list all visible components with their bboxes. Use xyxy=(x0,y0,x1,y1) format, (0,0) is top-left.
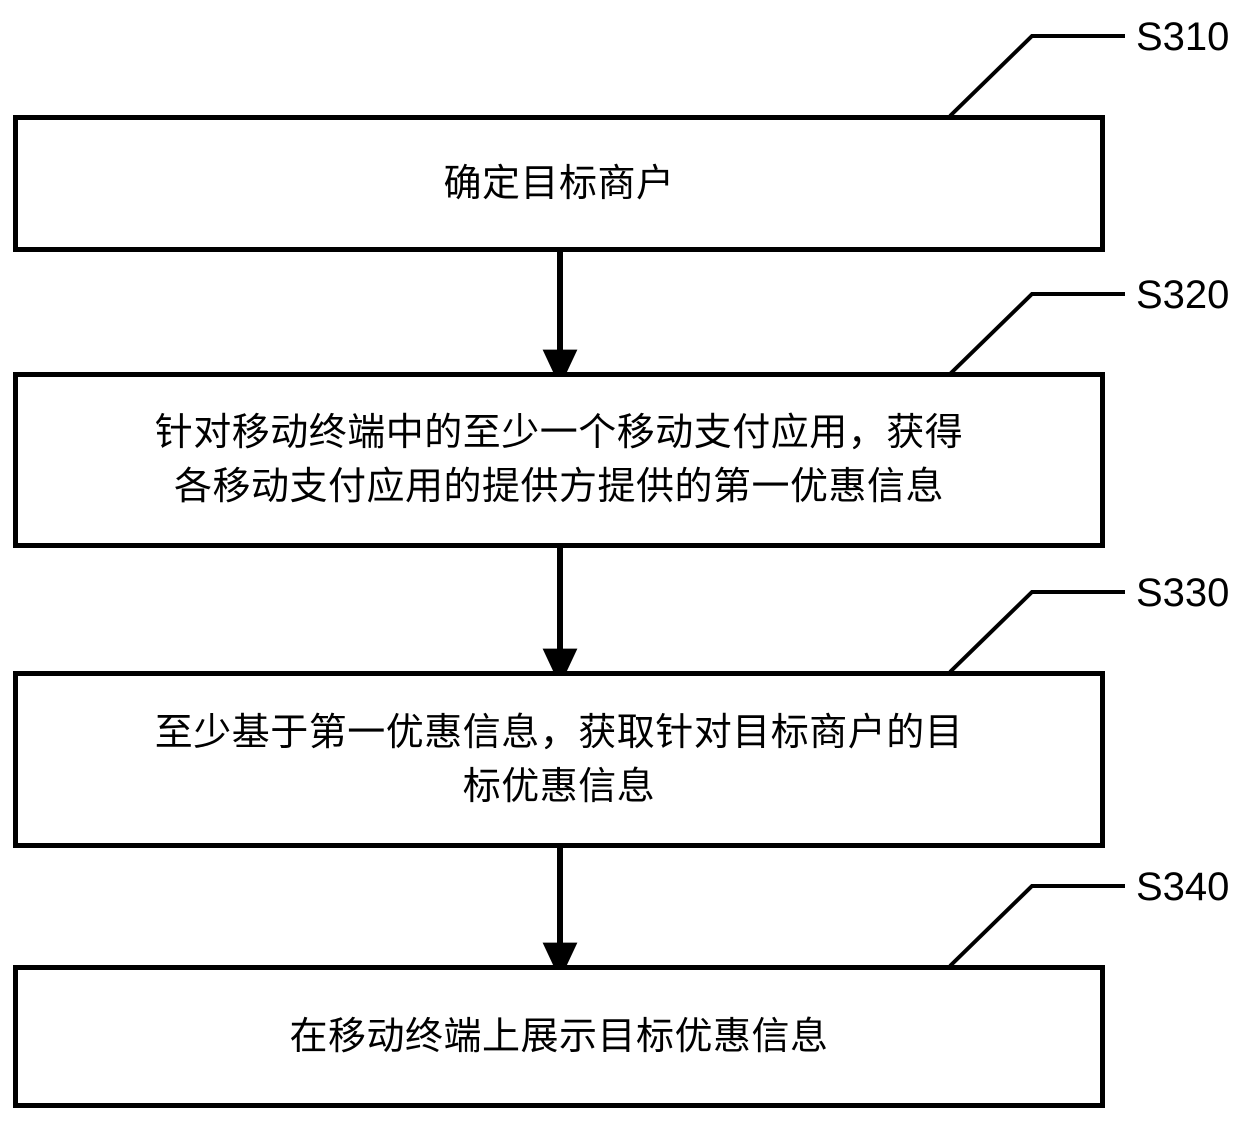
process-box-s310[interactable]: 确定目标商户 xyxy=(13,115,1105,252)
leader-line-s320 xyxy=(948,292,1125,376)
leader-line-s330 xyxy=(948,590,1125,674)
process-box-s340[interactable]: 在移动终端上展示目标优惠信息 xyxy=(13,965,1105,1108)
process-box-s310-text: 确定目标商户 xyxy=(443,160,675,205)
step-label-s330: S330 xyxy=(1136,571,1230,615)
process-box-s320[interactable]: 针对移动终端中的至少一个移动支付应用，获得 各移动支付应用的提供方提供的第一优惠… xyxy=(13,372,1105,548)
process-box-s340-text: 在移动终端上展示目标优惠信息 xyxy=(289,1013,829,1058)
leader-line-s340 xyxy=(948,884,1125,968)
process-box-s330[interactable]: 至少基于第一优惠信息，获取针对目标商户的目 标优惠信息 xyxy=(13,671,1105,848)
step-label-s320: S320 xyxy=(1136,273,1230,317)
leader-line-s310 xyxy=(948,34,1125,118)
process-box-s330-text: 至少基于第一优惠信息，获取针对目标商户的目 标优惠信息 xyxy=(154,709,964,808)
process-box-s320-text: 针对移动终端中的至少一个移动支付应用，获得 各移动支付应用的提供方提供的第一优惠… xyxy=(154,410,964,508)
step-label-s310: S310 xyxy=(1136,15,1230,59)
step-label-s340: S340 xyxy=(1136,865,1230,909)
